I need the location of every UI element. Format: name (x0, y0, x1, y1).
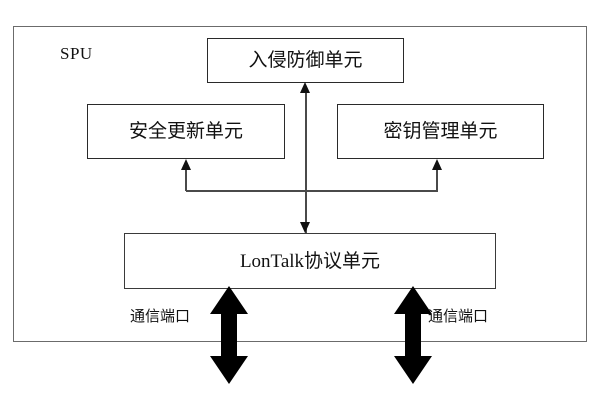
box-intrusion-prevention-unit-label: 入侵防御单元 (248, 50, 363, 71)
connector-lontalk-keymgmt-arrowhead (431, 159, 442, 170)
box-security-update-unit-label: 安全更新单元 (128, 121, 243, 142)
connector-lontalk-secupdate-arrowhead (180, 159, 191, 170)
box-lontalk-protocol-unit-label: LonTalk协议单元 (239, 250, 381, 272)
connector-lontalk-secupdate-line (185, 169, 187, 191)
connector-bus-horizontal (186, 190, 438, 192)
box-security-update-unit[interactable]: 安全更新单元 (87, 104, 285, 159)
box-key-management-unit[interactable]: 密钥管理单元 (337, 104, 544, 159)
connector-lontalk-keymgmt-line (436, 169, 438, 191)
thick-arrow-port-right (394, 286, 432, 384)
port-label-right: 通信端口 (428, 309, 489, 325)
connector-ips-lontalk-line (305, 92, 307, 233)
spu-container (13, 26, 587, 342)
thick-arrow-port-left (210, 286, 248, 384)
spu-container-label: SPU (60, 44, 93, 63)
connector-ips-lontalk-arrowhead-down (300, 222, 311, 233)
box-key-management-unit-label: 密钥管理单元 (383, 121, 498, 142)
box-intrusion-prevention-unit[interactable]: 入侵防御单元 (207, 38, 404, 83)
port-label-left: 通信端口 (130, 309, 191, 325)
box-lontalk-protocol-unit[interactable]: LonTalk协议单元 (124, 233, 496, 289)
connector-ips-lontalk-arrowhead-up (300, 82, 311, 93)
